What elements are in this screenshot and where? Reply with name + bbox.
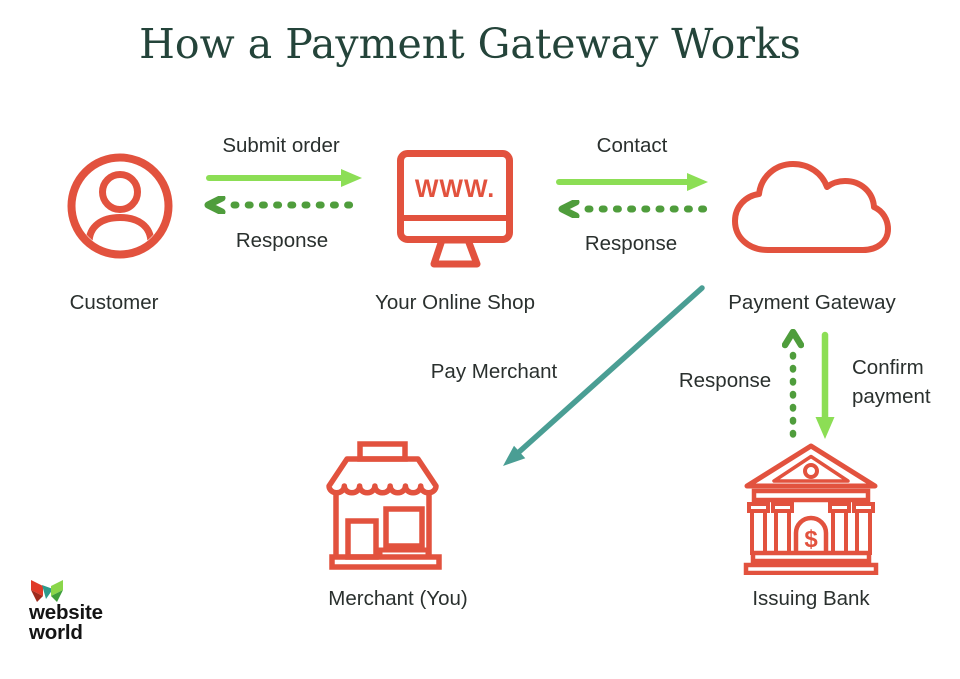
confirm-payment-label: Confirm payment [852, 353, 931, 411]
pay-merchant-arrow [503, 285, 705, 466]
gateway-label: Payment Gateway [728, 291, 896, 314]
gateway-response-arrow [558, 200, 710, 218]
confirm-payment-line1: Confirm [852, 356, 924, 379]
shop-response-label: Response [235, 229, 329, 252]
customer-person-icon [67, 153, 173, 259]
logo-line2: world [29, 621, 83, 644]
contact-label: Contact [596, 134, 668, 157]
submit-order-label: Submit order [222, 134, 340, 157]
issuing-bank-icon: $ [743, 443, 879, 575]
website-world-logo-icon [31, 580, 63, 602]
gateway-response-label: Response [584, 232, 678, 255]
logo-wordmark: website world [29, 601, 103, 644]
merchant-store-icon [326, 441, 442, 570]
submit-order-arrow [206, 169, 362, 187]
confirm-payment-line2: payment [852, 385, 931, 408]
bank-response-label: Response [678, 369, 772, 392]
bank-response-arrow [782, 329, 804, 440]
shop-response-arrow [204, 196, 360, 214]
page-title: How a Payment Gateway Works [139, 20, 801, 68]
confirm-payment-arrow [815, 331, 835, 439]
pay-merchant-label: Pay Merchant [430, 360, 558, 383]
contact-arrow [556, 173, 708, 191]
shop-label: Your Online Shop [375, 291, 535, 314]
online-shop-monitor-icon: WWW. [397, 150, 513, 268]
dollar-sign: $ [804, 526, 818, 553]
monitor-screen-text: WWW. [415, 175, 495, 203]
bank-label: Issuing Bank [752, 587, 870, 610]
customer-label: Customer [69, 291, 159, 314]
logo-line1: website [29, 601, 103, 624]
merchant-label: Merchant (You) [328, 587, 468, 610]
payment-gateway-cloud-icon [732, 161, 891, 253]
